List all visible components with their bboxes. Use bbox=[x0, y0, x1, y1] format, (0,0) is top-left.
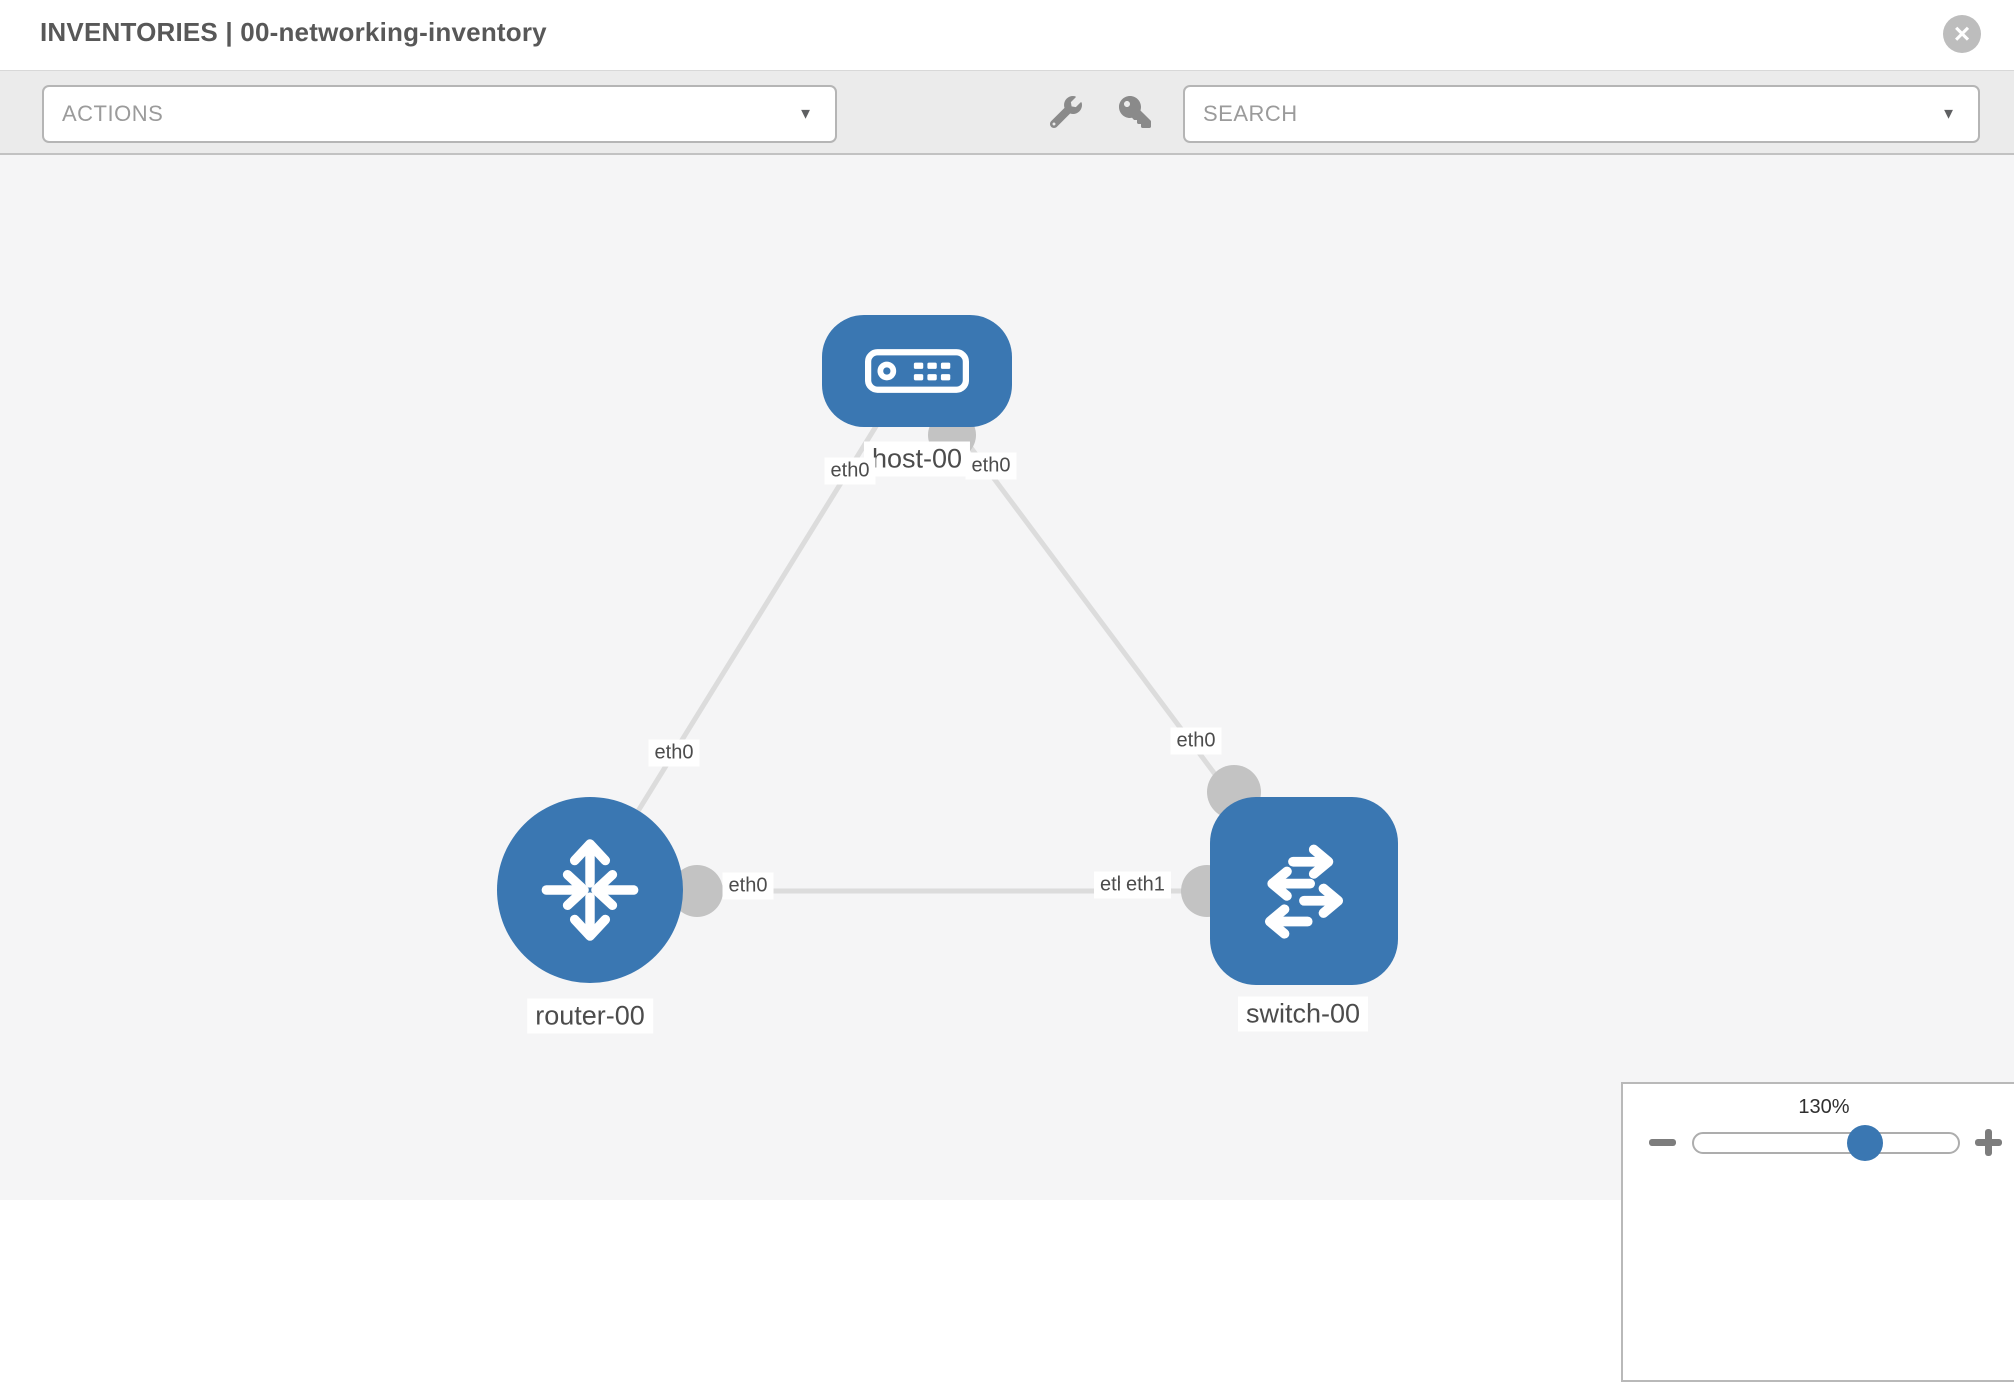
router-icon bbox=[531, 831, 649, 949]
topology-links-layer bbox=[619, 411, 1261, 917]
search-dropdown[interactable]: SEARCH ▼ bbox=[1183, 85, 1980, 143]
interface-label-host-left: eth0 bbox=[824, 457, 876, 485]
search-dropdown-label: SEARCH bbox=[1203, 101, 1298, 126]
app-header: INVENTORIES | 00-networking-inventory × bbox=[0, 0, 2014, 70]
node-switch[interactable] bbox=[1210, 797, 1398, 985]
actions-dropdown-label: ACTIONS bbox=[62, 101, 164, 126]
interface-label-switch-uplink: eth0 bbox=[1170, 727, 1222, 755]
page-title: INVENTORIES | 00-networking-inventory bbox=[40, 17, 547, 47]
zoom-in-button[interactable] bbox=[1975, 1129, 2002, 1156]
interface-label-host-right: eth0 bbox=[965, 452, 1017, 480]
close-button[interactable]: × bbox=[1943, 15, 1981, 53]
wrench-icon bbox=[1049, 95, 1082, 133]
connector-router-eth0 bbox=[671, 865, 723, 917]
zoom-out-button[interactable] bbox=[1649, 1139, 1676, 1146]
zoom-slider-track[interactable] bbox=[1692, 1132, 1960, 1154]
node-label-host: host-00 bbox=[863, 441, 971, 477]
chevron-down-icon: ▼ bbox=[798, 105, 813, 123]
interface-label-router-uplink: eth0 bbox=[648, 739, 700, 767]
server-icon bbox=[865, 349, 969, 393]
close-icon: × bbox=[1953, 18, 1971, 49]
zoom-panel: 130% bbox=[1621, 1082, 2014, 1382]
actions-dropdown[interactable]: ACTIONS ▼ bbox=[42, 85, 837, 143]
zoom-level: 130% bbox=[1798, 1096, 1850, 1118]
interface-label-router-east: eth0 bbox=[722, 872, 774, 900]
topology-canvas[interactable]: host-00 router-00 switch-00 eth0 eth0 et… bbox=[0, 155, 2014, 1382]
interface-label-switch-west: eth1 bbox=[1120, 871, 1171, 899]
key-icon bbox=[1119, 95, 1151, 133]
node-label-router: router-00 bbox=[527, 998, 653, 1034]
node-label-switch: switch-00 bbox=[1237, 996, 1369, 1032]
chevron-down-icon: ▼ bbox=[1941, 105, 1956, 123]
configure-button[interactable] bbox=[1047, 95, 1085, 133]
switch-icon bbox=[1243, 830, 1365, 952]
node-router[interactable] bbox=[497, 797, 683, 983]
link-host-router bbox=[619, 421, 881, 839]
node-host[interactable] bbox=[822, 315, 1012, 427]
credentials-button[interactable] bbox=[1116, 95, 1154, 133]
toolbar: ACTIONS ▼ SEARCH ▼ bbox=[0, 70, 2014, 155]
zoom-slider-thumb[interactable] bbox=[1847, 1125, 1883, 1161]
